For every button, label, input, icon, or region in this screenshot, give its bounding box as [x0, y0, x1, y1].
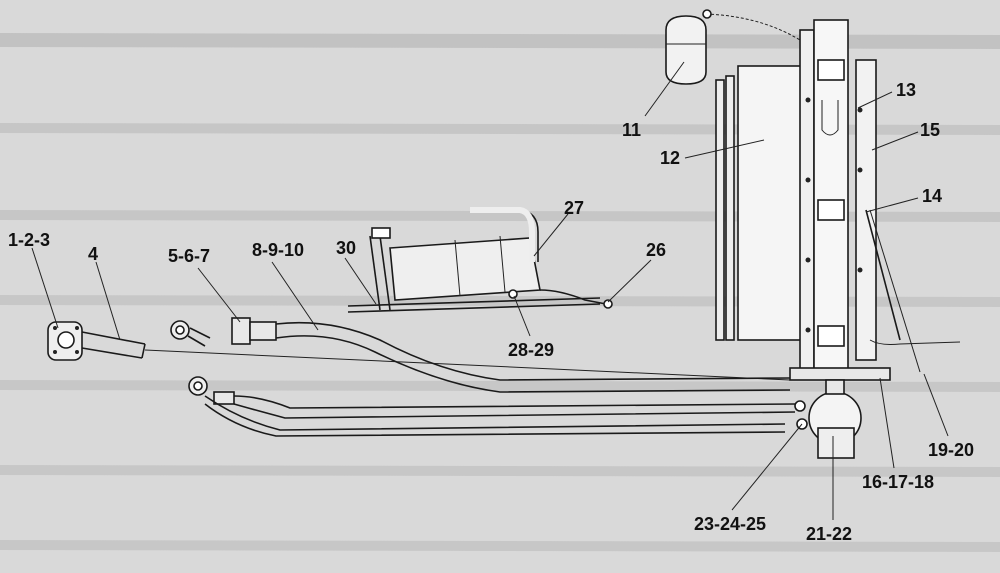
- callout-19-20: 19-20: [928, 440, 974, 460]
- callout-11: 11: [622, 120, 641, 140]
- pipe-4: [81, 331, 146, 359]
- radiator-frame: [789, 19, 961, 381]
- tank-27-assembly: [347, 207, 613, 313]
- callout-8-9-10: 8-9-10: [252, 240, 304, 260]
- callout-4: 4: [88, 244, 98, 264]
- radiator-core-12: [715, 65, 811, 341]
- connecting-line: [144, 349, 791, 381]
- callout-13: 13: [896, 80, 916, 100]
- callout-16-17-18: 16-17-18: [862, 472, 934, 492]
- lower-hoses: [188, 376, 796, 437]
- callout-12: 12: [660, 148, 680, 168]
- upper-hose-8-9-10: [170, 317, 791, 393]
- flange-part: [47, 321, 83, 361]
- callout-21-22: 21-22: [806, 524, 852, 544]
- callout-14: 14: [922, 186, 942, 206]
- callout-5-6-7: 5-6-7: [168, 246, 210, 266]
- expansion-bottle-11: [665, 9, 801, 85]
- callout-23-24-25: 23-24-25: [694, 514, 766, 534]
- callout-15: 15: [920, 120, 940, 140]
- water-pump-21-22: [794, 379, 862, 459]
- callout-26: 26: [646, 240, 666, 260]
- callout-28-29: 28-29: [508, 340, 554, 360]
- callout-30: 30: [336, 238, 356, 258]
- callout-labels: 1-2-3 4 5-6-7 8-9-10 30 27 26 28-29 11 1…: [8, 80, 974, 544]
- callout-27: 27: [564, 198, 584, 218]
- callout-1-2-3: 1-2-3: [8, 230, 50, 250]
- leader-lines: [31, 61, 949, 520]
